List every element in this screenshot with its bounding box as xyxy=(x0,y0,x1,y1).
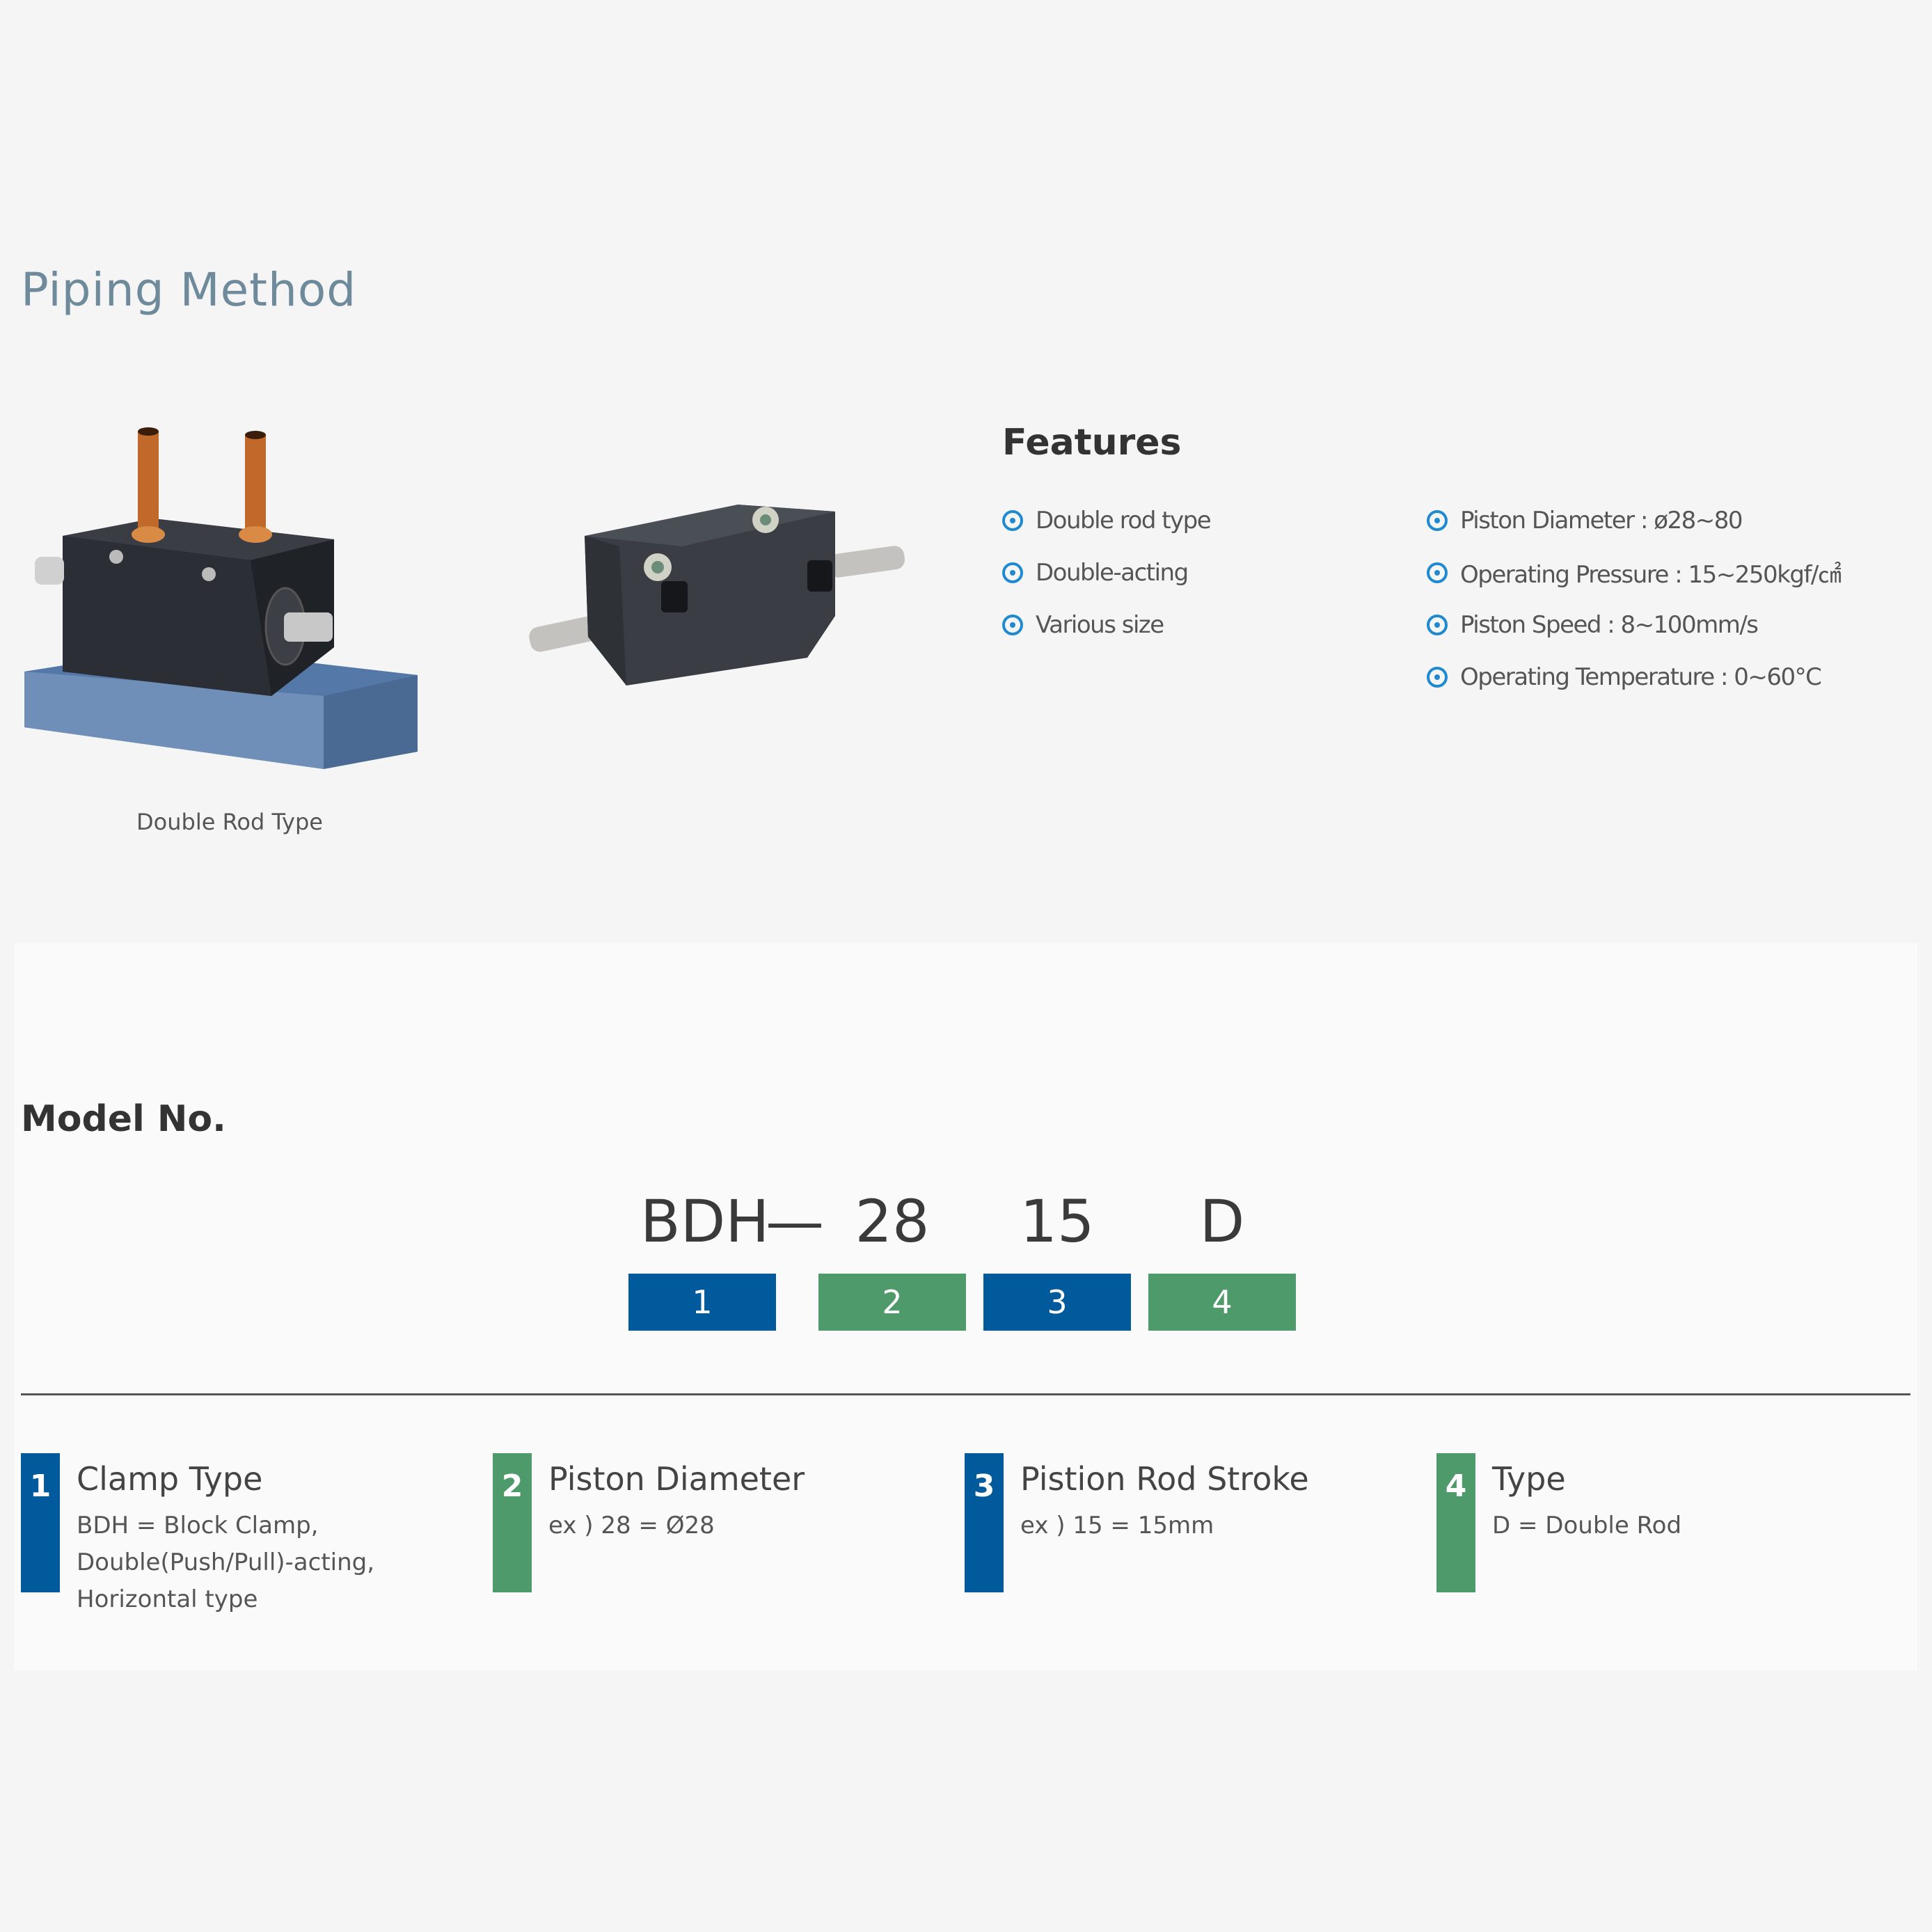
legend-line: ex ) 28 = Ø28 xyxy=(548,1512,715,1539)
spec-text: Operating Pressure : 15~250kgf/㎠ xyxy=(1460,561,1842,589)
circle-dot-icon xyxy=(1427,614,1448,635)
spec-item: Piston Speed : 8~100mm/s xyxy=(1427,599,1840,651)
legend-number-badge: 2 xyxy=(493,1453,532,1592)
product-image-double-rod-clamp xyxy=(24,427,418,769)
spec-item: Piston Diameter : ø28~80 xyxy=(1427,494,1840,546)
legend-title: Clamp Type xyxy=(77,1460,263,1498)
code-part-clamp-type: BDH xyxy=(640,1187,770,1256)
spec-item: Operating Pressure : 15~250kgf/㎠ xyxy=(1427,546,1842,599)
model-heading: Model No. xyxy=(21,1098,226,1140)
code-part-stroke: 15 xyxy=(1020,1187,1095,1256)
legend-line: D = Double Rod xyxy=(1492,1512,1682,1539)
features-list-basic: Double rod type Double-acting Various si… xyxy=(1002,494,1212,651)
circle-dot-icon xyxy=(1002,509,1023,531)
legend-line: ex ) 15 = 15mm xyxy=(1020,1512,1214,1539)
divider xyxy=(21,1393,1910,1395)
legend-line: BDH = Block Clamp, xyxy=(77,1512,319,1539)
spec-text: Piston Speed : 8~100mm/s xyxy=(1460,610,1759,639)
cylinder-body xyxy=(585,505,835,686)
code-box-1: 1 xyxy=(628,1274,776,1331)
legend-number-badge: 4 xyxy=(1436,1453,1475,1592)
feature-item: Double rod type xyxy=(1002,494,1212,546)
rod-end-right xyxy=(284,612,333,642)
legend-number-badge: 3 xyxy=(965,1453,1004,1592)
legend-description: BDH = Block Clamp, Double(Push/Pull)-act… xyxy=(77,1507,374,1618)
rod-end-left xyxy=(35,557,64,585)
circle-dot-icon xyxy=(1002,614,1023,635)
legend-rod-stroke: 3 Pistion Rod Stroke ex ) 15 = 15mm xyxy=(965,1453,1410,1599)
legend-clamp-type: 1 Clamp Type BDH = Block Clamp, Double(P… xyxy=(21,1453,466,1613)
product-image-block-cylinder xyxy=(529,505,905,686)
legend-number-badge: 1 xyxy=(21,1453,60,1592)
rod-right xyxy=(828,546,905,578)
feature-text: Various size xyxy=(1036,610,1164,639)
spec-text: Piston Diameter : ø28~80 xyxy=(1460,506,1743,535)
features-list-specs: Piston Diameter : ø28~80 Operating Press… xyxy=(1427,494,1842,703)
legend-title: Piston Diameter xyxy=(548,1460,805,1498)
feature-item: Double-acting xyxy=(1002,546,1210,599)
code-box-2: 2 xyxy=(818,1274,966,1331)
legend-line: Double(Push/Pull)-acting, xyxy=(77,1549,375,1576)
legend-title: Pistion Rod Stroke xyxy=(1020,1460,1309,1498)
feature-text: Double rod type xyxy=(1036,506,1212,535)
code-part-diameter: 28 xyxy=(855,1187,930,1256)
code-box-3: 3 xyxy=(983,1274,1131,1331)
legend-title: Type xyxy=(1492,1460,1566,1498)
legend-piston-diameter: 2 Piston Diameter ex ) 28 = Ø28 xyxy=(493,1453,938,1599)
code-part-type: D xyxy=(1199,1187,1245,1256)
product-caption: Double Rod Type xyxy=(136,809,323,835)
legend-line: Horizontal type xyxy=(77,1585,258,1613)
legend-type: 4 Type D = Double Rod xyxy=(1436,1453,1882,1599)
feature-item: Various size xyxy=(1002,599,1210,651)
code-dash: — xyxy=(766,1187,824,1256)
features-heading: Features xyxy=(1002,422,1182,464)
spec-item: Operating Temperature : 0~60°C xyxy=(1427,651,1840,703)
circle-dot-icon xyxy=(1427,562,1448,583)
copper-pipe-2 xyxy=(245,435,266,536)
section-title: Piping Method xyxy=(21,263,357,317)
legend-description: ex ) 28 = Ø28 xyxy=(548,1507,715,1544)
copper-pipe-1 xyxy=(138,431,159,536)
circle-dot-icon xyxy=(1427,666,1448,688)
feature-text: Double-acting xyxy=(1036,558,1189,587)
legend-description: ex ) 15 = 15mm xyxy=(1020,1507,1214,1544)
circle-dot-icon xyxy=(1002,562,1023,583)
circle-dot-icon xyxy=(1427,509,1448,531)
legend-description: D = Double Rod xyxy=(1492,1507,1681,1544)
code-box-4: 4 xyxy=(1148,1274,1296,1331)
spec-text: Operating Temperature : 0~60°C xyxy=(1460,663,1822,691)
